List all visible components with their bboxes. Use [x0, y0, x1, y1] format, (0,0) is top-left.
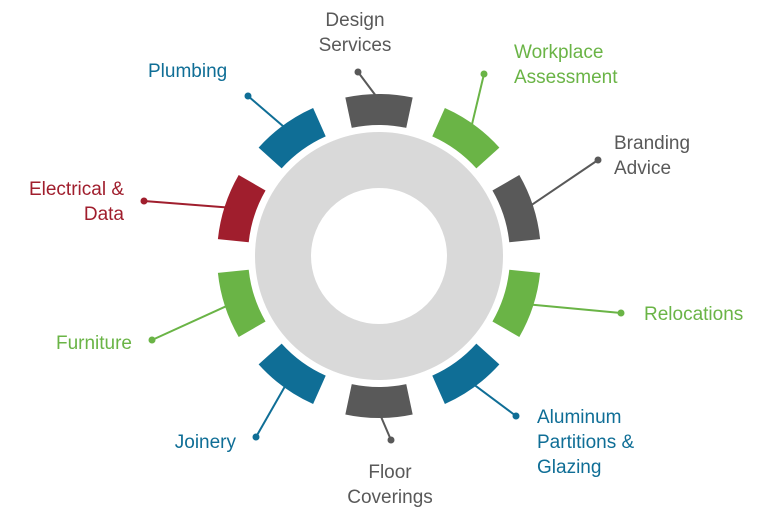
leader-dot-branding: [594, 156, 602, 164]
segment-electrical: [217, 175, 266, 243]
leader-line-design: [357, 71, 380, 101]
leader-line-electrical: [143, 200, 231, 209]
leader-dot-workplace: [480, 70, 488, 78]
leader-dot-aluminum: [512, 412, 520, 420]
leader-dot-plumbing: [244, 92, 252, 100]
segment-design: [345, 94, 413, 128]
label-plumbing: Plumbing: [148, 61, 228, 82]
label-furniture: Furniture: [55, 333, 132, 354]
leader-group: [140, 68, 625, 444]
leader-dot-electrical: [140, 197, 148, 205]
label-electrical-data: Electrical &Data: [28, 179, 124, 225]
leader-dot-floor: [387, 436, 395, 444]
leader-dot-furniture: [148, 336, 156, 344]
leader-line-branding: [526, 159, 599, 209]
leader-dot-relocations: [617, 309, 625, 317]
segment-relocations: [492, 269, 541, 337]
label-joinery: Joinery: [174, 432, 236, 453]
segment-aluminum: [432, 343, 500, 404]
leader-dot-design: [354, 68, 362, 76]
leader-line-aluminum: [470, 381, 517, 417]
segment-furniture: [217, 269, 266, 337]
segment-joinery: [258, 343, 326, 404]
leader-line-joinery: [255, 381, 289, 438]
segment-workplace: [432, 108, 500, 169]
hub-ring: [255, 132, 503, 380]
leader-line-plumbing: [247, 95, 288, 131]
label-relocations: Relocations: [644, 304, 744, 325]
segment-group: [217, 94, 541, 418]
segment-branding: [492, 175, 541, 243]
leader-line-workplace: [469, 73, 485, 131]
leader-line-furniture: [151, 303, 232, 341]
leader-dot-joinery: [252, 433, 260, 441]
leader-line-relocations: [527, 303, 622, 314]
segment-floor: [345, 384, 413, 418]
leader-line-floor: [378, 411, 392, 441]
segment-plumbing: [258, 108, 326, 169]
